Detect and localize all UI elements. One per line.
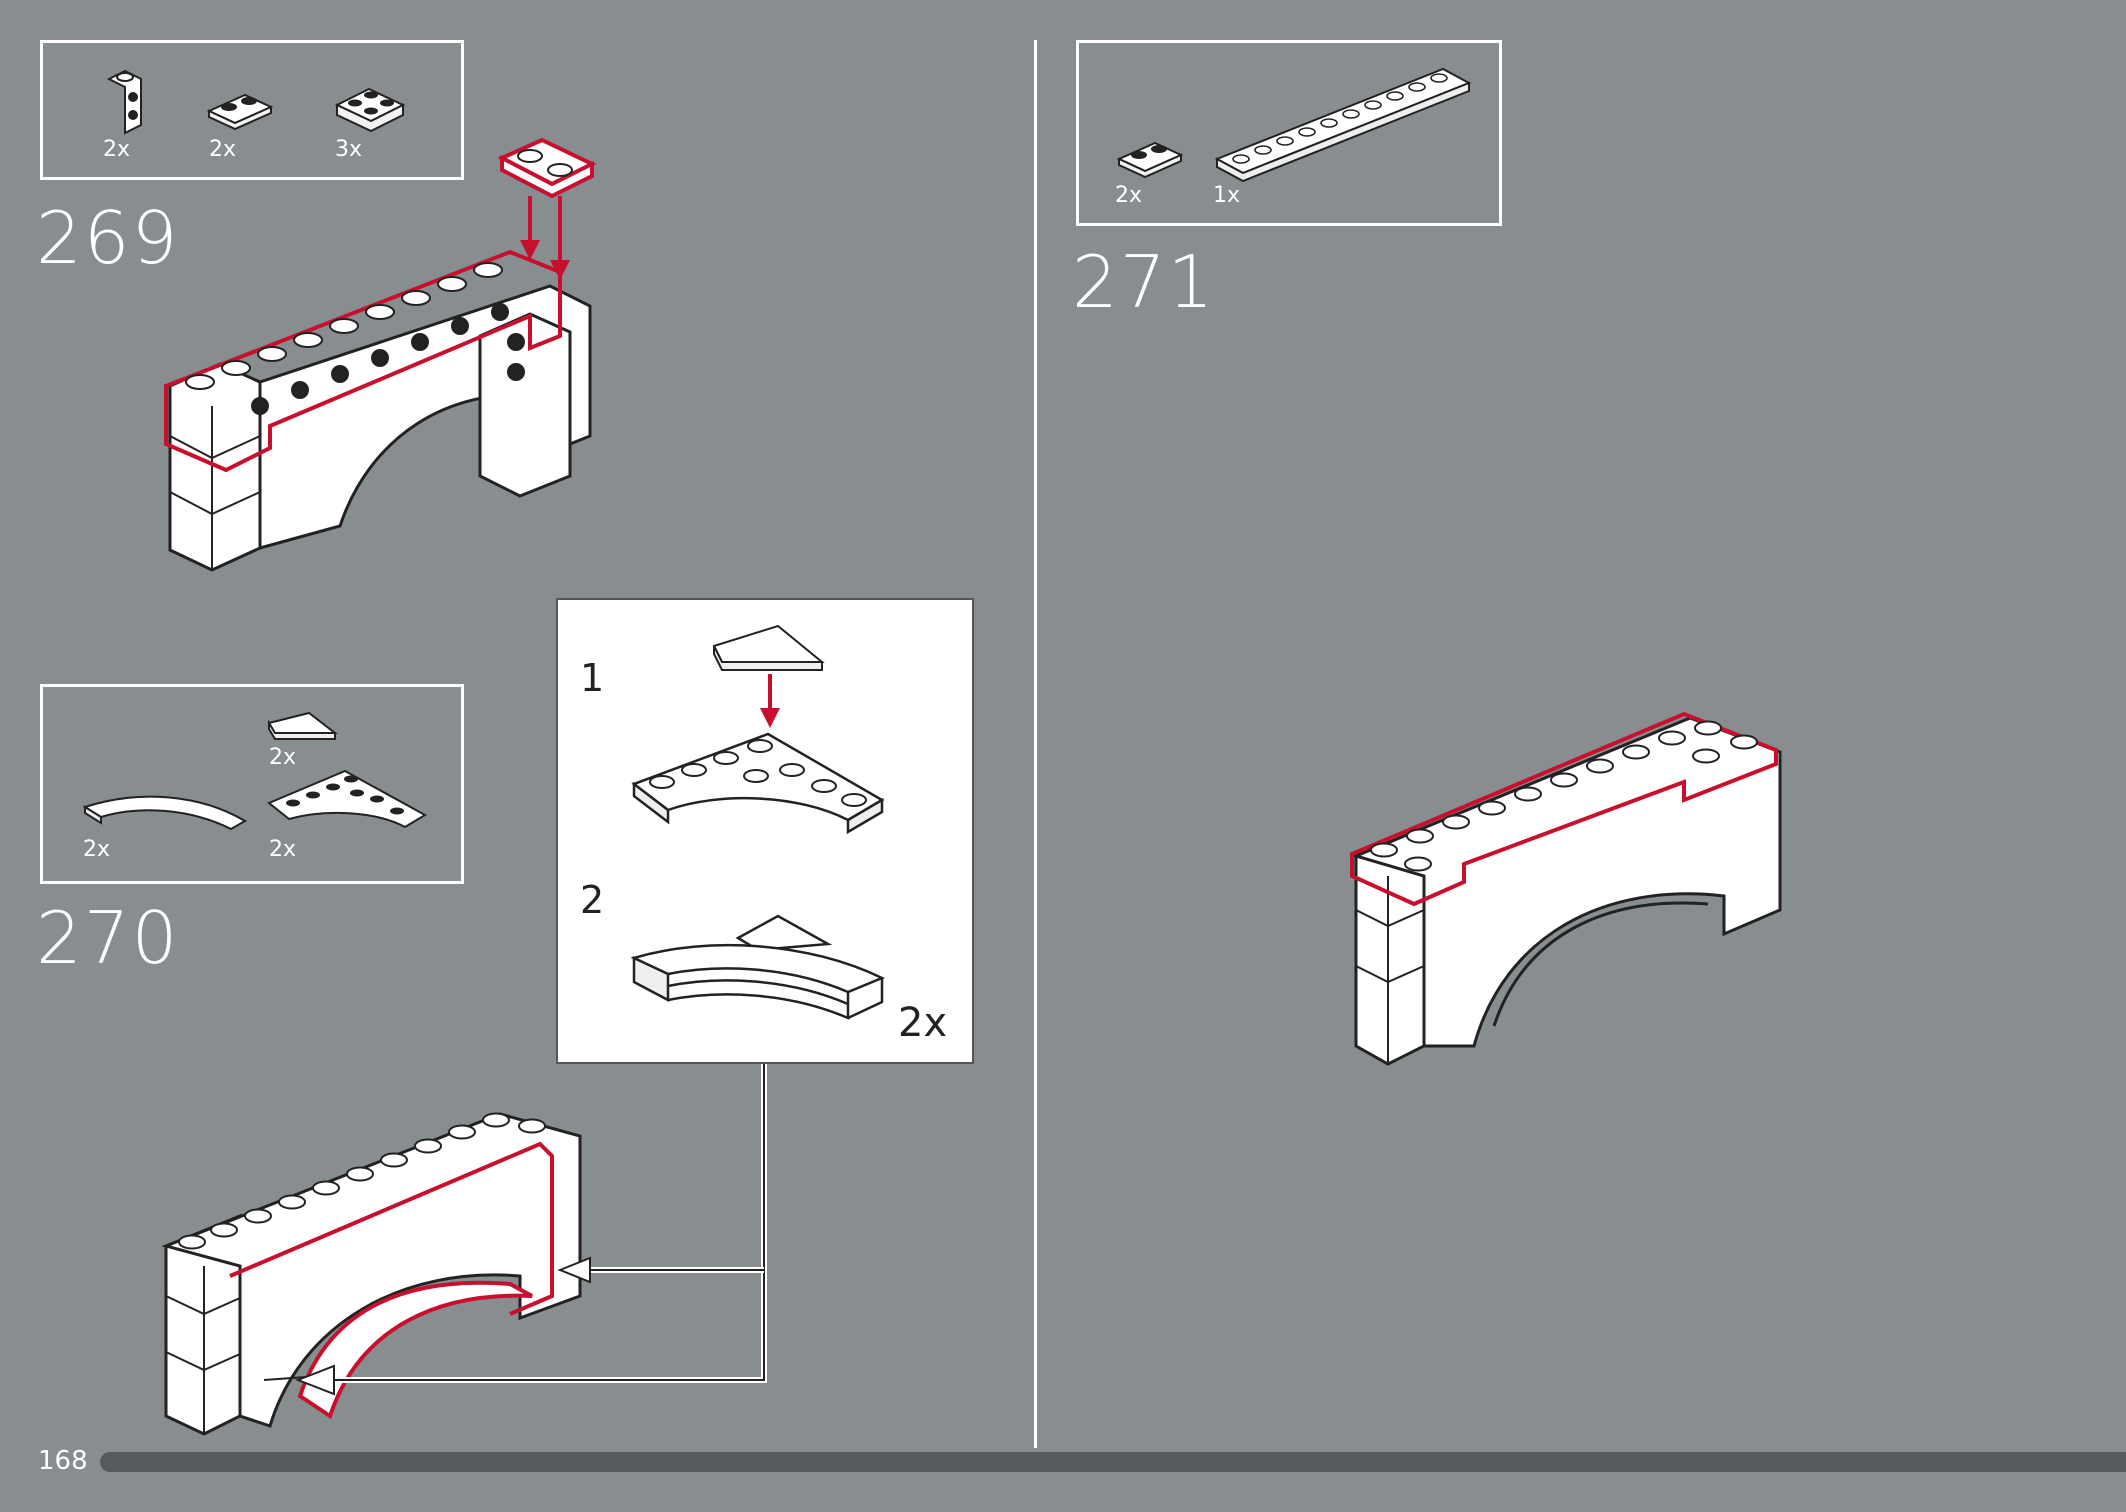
sub-step-number: 1 bbox=[580, 656, 605, 700]
part-qty: 2x bbox=[269, 745, 297, 770]
part-qty: 1x bbox=[1213, 183, 1241, 208]
page-number: 168 bbox=[38, 1446, 88, 1476]
step-number: 271 bbox=[1072, 240, 1216, 324]
part-qty: 2x bbox=[103, 137, 131, 162]
down-arrow-icon bbox=[760, 674, 780, 728]
corner-plate-icon bbox=[267, 769, 428, 829]
part-qty: 2x bbox=[83, 837, 111, 862]
sub-assembly-callout: 1 2 2x bbox=[556, 598, 974, 1064]
stacked-curved-plate-icon bbox=[630, 914, 886, 1020]
plate-1x10-icon bbox=[1214, 67, 1472, 183]
plate-1x2-icon bbox=[206, 93, 274, 131]
part-qty: 2x bbox=[1115, 183, 1143, 208]
step-270-wall-model bbox=[161, 1112, 582, 1436]
callout-qty: 2x bbox=[898, 1000, 948, 1046]
page-divider bbox=[1034, 40, 1037, 1448]
plate-2x2-icon bbox=[334, 87, 406, 133]
part-qty: 3x bbox=[335, 137, 363, 162]
parts-box-271: 2x 1x bbox=[1076, 40, 1502, 226]
step-271-wall-model bbox=[1350, 711, 1782, 1066]
plate-1x2-icon bbox=[1116, 141, 1184, 179]
part-qty: 2x bbox=[269, 837, 297, 862]
step-number: 269 bbox=[36, 196, 180, 280]
wedge-tile-icon bbox=[712, 624, 825, 671]
sub-step-number: 2 bbox=[580, 878, 605, 922]
progress-bar bbox=[100, 1452, 2126, 1472]
parts-box-270: 2x 2x 2x bbox=[40, 684, 464, 884]
bracket-piece-icon bbox=[106, 69, 142, 135]
wedge-tile-icon bbox=[267, 711, 338, 740]
corner-plate-icon bbox=[631, 732, 885, 835]
part-qty: 2x bbox=[209, 137, 237, 162]
parts-box-269: 2x 2x 3x bbox=[40, 40, 464, 180]
curved-plate-icon bbox=[82, 795, 247, 831]
step-number: 270 bbox=[36, 896, 180, 980]
step-269-wall-model bbox=[164, 137, 597, 572]
